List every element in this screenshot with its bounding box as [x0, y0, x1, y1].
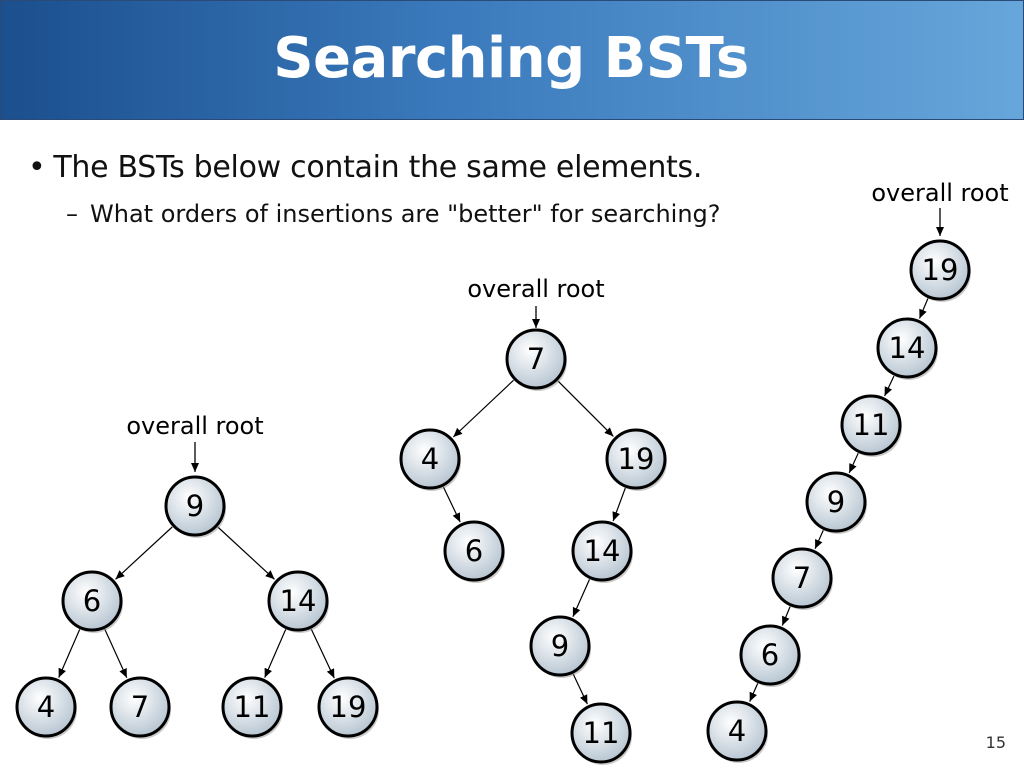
tree-node: 14	[571, 520, 633, 583]
node-circle	[317, 676, 379, 738]
node-value: 11	[234, 690, 271, 724]
node-circle	[840, 394, 902, 456]
node-circle	[164, 475, 226, 537]
node-value: 11	[583, 716, 620, 750]
tree-node: 4	[399, 428, 461, 491]
tree-node: 6	[739, 624, 801, 687]
tree-edge	[442, 486, 461, 523]
tree-node: 9	[164, 475, 226, 538]
tree-node: 9	[805, 471, 867, 534]
node-circle	[805, 471, 867, 533]
bst-tree: overall root 19 14 11 9 7 6 4	[706, 179, 1009, 763]
dash-icon: –	[66, 200, 78, 228]
node-circle	[529, 615, 591, 677]
node-value: 7	[793, 561, 811, 595]
overall-root-label: overall root	[467, 275, 604, 303]
node-circle	[109, 676, 171, 738]
node-circle	[505, 328, 567, 390]
node-value: 9	[551, 629, 569, 663]
node-circle	[876, 317, 938, 379]
tree-node: 19	[317, 676, 379, 739]
tree-node: 11	[221, 676, 283, 739]
node-value: 14	[280, 584, 317, 618]
node-circle	[15, 676, 77, 738]
tree-edge	[557, 380, 614, 437]
tree-node: 6	[443, 520, 505, 583]
tree-edge	[848, 452, 859, 474]
slide-title: Searching BSTs	[273, 26, 749, 91]
tree-node: 7	[771, 547, 833, 610]
tree-node: 19	[605, 428, 667, 491]
tree-edge	[58, 629, 81, 678]
title-bar	[0, 0, 1024, 120]
overall-root-label: overall root	[871, 179, 1008, 207]
sub-bullet-text: What orders of insertions are "better" f…	[90, 200, 721, 228]
node-circle	[706, 700, 768, 762]
tree-node: 14	[267, 570, 329, 633]
tree-node: 6	[61, 570, 123, 633]
tree-edge	[452, 379, 514, 438]
tree-edge	[572, 673, 588, 705]
node-value: 19	[330, 690, 367, 724]
node-circle	[267, 570, 329, 632]
node-circle	[739, 624, 801, 686]
node-value: 4	[37, 690, 55, 724]
node-circle	[571, 520, 633, 582]
tree-node: 7	[109, 676, 171, 739]
tree-edge	[749, 683, 759, 702]
tree-edge	[264, 629, 287, 678]
node-circle	[909, 239, 971, 301]
tree-edge	[612, 487, 626, 522]
bst-tree: overall root 7 4 19 6 14 9 11	[399, 275, 667, 765]
tree-node: 11	[570, 702, 632, 765]
node-value: 7	[131, 690, 149, 724]
node-value: 14	[584, 534, 621, 568]
node-value: 9	[827, 485, 845, 519]
tree-node: 9	[529, 615, 591, 678]
tree-edge	[217, 526, 275, 580]
node-value: 19	[618, 442, 655, 476]
node-value: 7	[527, 342, 545, 376]
tree-edge	[918, 298, 929, 319]
tree-edge	[781, 606, 791, 626]
tree-node: 19	[909, 239, 971, 302]
node-value: 4	[728, 714, 746, 748]
tree-edge	[115, 526, 173, 580]
tree-node: 11	[840, 394, 902, 457]
node-value: 6	[465, 534, 483, 568]
node-circle	[399, 428, 461, 490]
node-circle	[221, 676, 283, 738]
node-value: 19	[922, 253, 959, 287]
tree-node: 4	[15, 676, 77, 739]
node-value: 4	[421, 442, 439, 476]
node-value: 14	[889, 331, 926, 365]
node-value: 11	[853, 408, 890, 442]
page-number: 15	[985, 733, 1006, 752]
node-circle	[570, 702, 632, 764]
overall-root-label: overall root	[126, 412, 263, 440]
node-circle	[61, 570, 123, 632]
tree-node: 4	[706, 700, 768, 763]
tree-node: 14	[876, 317, 938, 380]
tree-edge	[572, 579, 591, 617]
tree-edge	[310, 628, 335, 679]
tree-edge	[884, 375, 895, 397]
node-circle	[771, 547, 833, 609]
bullet-item: •The BSTs below contain the same element…	[28, 150, 702, 185]
tree-edge	[814, 530, 824, 550]
node-value: 6	[761, 638, 779, 672]
node-value: 6	[83, 584, 101, 618]
node-circle	[605, 428, 667, 490]
bullet-icon: •	[28, 150, 46, 185]
tree-node: 7	[505, 328, 567, 391]
bst-tree: overall root 9 6 14 4 7 11 19	[15, 412, 379, 739]
sub-bullet-item: –What orders of insertions are "better" …	[66, 200, 721, 228]
bullet-text: The BSTs below contain the same elements…	[53, 150, 703, 185]
node-circle	[443, 520, 505, 582]
node-value: 9	[186, 489, 204, 523]
tree-edge	[104, 628, 128, 679]
